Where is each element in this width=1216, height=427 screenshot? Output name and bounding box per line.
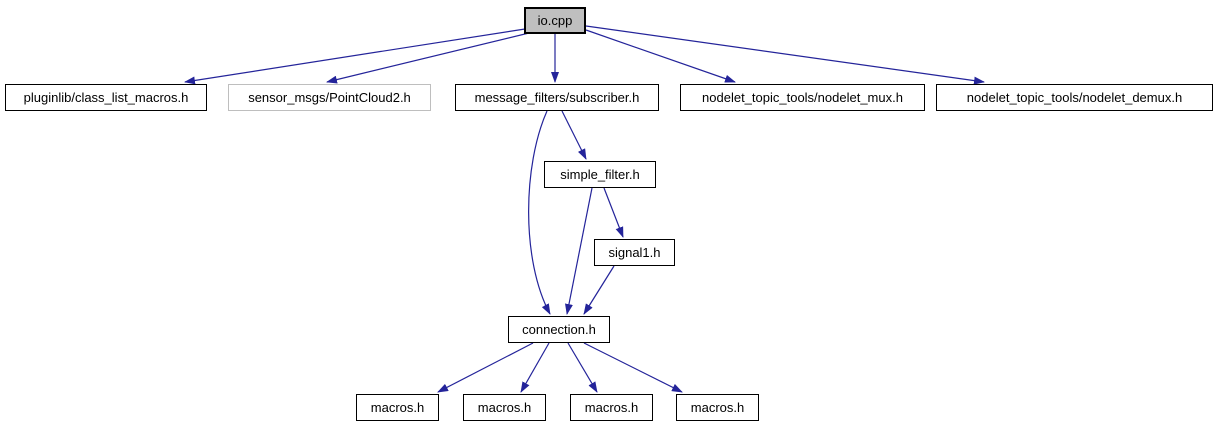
edge-connection-to-macros_1	[437, 342, 534, 393]
edge-connection-to-macros_3	[567, 342, 598, 393]
graph-node-signal1[interactable]: signal1.h	[594, 239, 675, 266]
graph-node-io_cpp: io.cpp	[524, 7, 586, 34]
edge-io_cpp-to-nodelet_demux	[585, 25, 985, 85]
graph-node-simple_filter[interactable]: simple_filter.h	[544, 161, 656, 188]
graph-node-label: connection.h	[522, 322, 596, 337]
graph-node-pluginlib[interactable]: pluginlib/class_list_macros.h	[5, 84, 207, 111]
graph-node-macros_3[interactable]: macros.h	[570, 394, 653, 421]
graph-node-label: message_filters/subscriber.h	[474, 90, 640, 105]
graph-node-label: macros.h	[370, 400, 425, 415]
graph-node-label: signal1.h	[608, 245, 661, 260]
graph-node-label: macros.h	[690, 400, 745, 415]
graph-node-nodelet_mux[interactable]: nodelet_topic_tools/nodelet_mux.h	[680, 84, 925, 111]
graph-node-macros_1[interactable]: macros.h	[356, 394, 439, 421]
graph-node-label: simple_filter.h	[560, 167, 640, 182]
graph-node-pointcloud2: sensor_msgs/PointCloud2.h	[228, 84, 431, 111]
edge-simple_filter-to-signal1	[603, 187, 624, 238]
graph-node-label: io.cpp	[537, 13, 573, 28]
graph-node-label: nodelet_topic_tools/nodelet_mux.h	[702, 90, 903, 105]
graph-node-macros_2[interactable]: macros.h	[463, 394, 546, 421]
graph-node-label: pluginlib/class_list_macros.h	[23, 90, 189, 105]
edge-connection-to-macros_4	[583, 342, 683, 393]
graph-node-connection[interactable]: connection.h	[508, 316, 610, 343]
edge-subscriber-to-simple_filter	[561, 110, 587, 160]
edge-signal1-to-connection	[583, 265, 615, 315]
graph-node-label: sensor_msgs/PointCloud2.h	[248, 90, 411, 105]
graph-node-label: macros.h	[584, 400, 639, 415]
edge-io_cpp-to-pluginlib	[184, 28, 526, 85]
edge-connection-to-macros_2	[520, 342, 550, 393]
graph-node-nodelet_demux[interactable]: nodelet_topic_tools/nodelet_demux.h	[936, 84, 1213, 111]
edge-io_cpp-to-nodelet_mux	[585, 29, 736, 83]
graph-node-label: nodelet_topic_tools/nodelet_demux.h	[966, 90, 1183, 105]
edge-io_cpp-to-pointcloud2	[326, 32, 530, 84]
graph-node-subscriber[interactable]: message_filters/subscriber.h	[455, 84, 659, 111]
graph-node-label: macros.h	[477, 400, 532, 415]
edge-simple_filter-to-connection	[565, 187, 593, 315]
edge-subscriber-to-connection	[528, 110, 551, 315]
graph-node-macros_4[interactable]: macros.h	[676, 394, 759, 421]
